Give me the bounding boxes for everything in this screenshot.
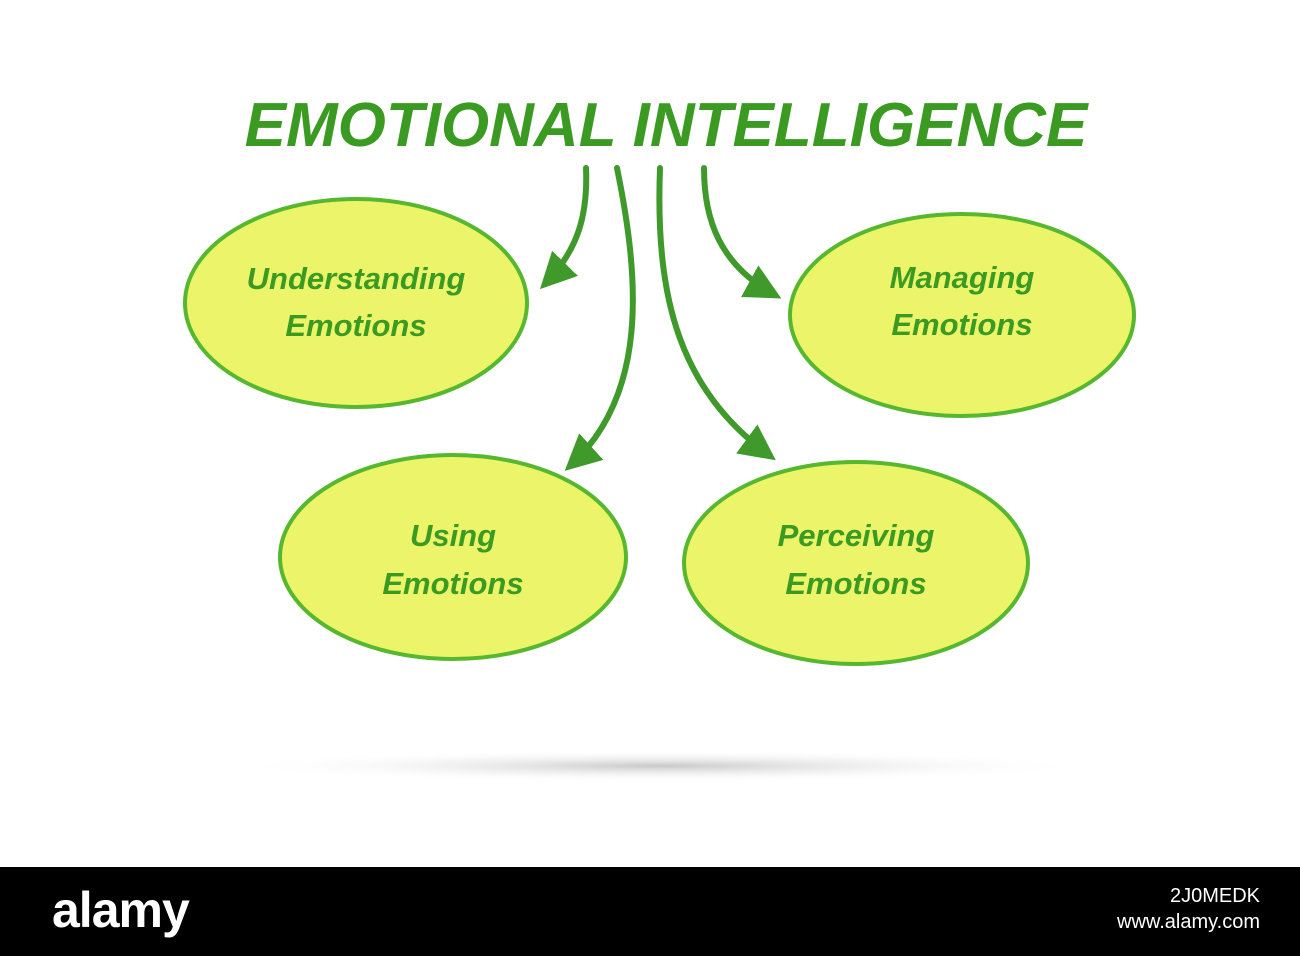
arrow-to-perceiving	[656, 165, 776, 461]
watermark-footer: alamy 2J0MEDK www.alamy.com	[0, 867, 1300, 956]
node-label-line2: Emotions	[382, 566, 523, 601]
site-url: www.alamy.com	[1117, 911, 1260, 933]
node-label-line1: Perceiving	[778, 518, 935, 553]
image-id: 2J0MEDK	[1169, 885, 1260, 907]
emotional-intelligence-diagram: EMOTIONAL INTELLIGENCE Understanding Emo…	[183, 91, 1136, 782]
image-credit: 2J0MEDK www.alamy.com	[1117, 883, 1260, 935]
node-understanding-emotions: Understanding Emotions	[183, 197, 529, 409]
node-managing-emotions: Managing Emotions	[788, 212, 1136, 418]
node-ellipse	[788, 212, 1136, 418]
node-label-line2: Emotions	[891, 307, 1032, 342]
node-label-line1: Using	[410, 518, 496, 553]
node-ellipse	[183, 197, 529, 409]
arrow-to-managing	[701, 165, 782, 299]
brand-logo: alamy	[52, 882, 190, 938]
node-label-line1: Understanding	[247, 261, 466, 296]
node-ellipse	[278, 453, 628, 661]
node-perceiving-emotions: Perceiving Emotions	[682, 460, 1030, 666]
node-label-line2: Emotions	[785, 566, 926, 601]
floor-shadow	[230, 750, 1090, 782]
node-ellipse	[682, 460, 1030, 666]
node-label-line1: Managing	[890, 260, 1035, 295]
arrow-to-understanding	[539, 165, 590, 290]
node-label-line2: Emotions	[285, 308, 426, 343]
connector-arrows	[539, 165, 782, 471]
node-using-emotions: Using Emotions	[278, 453, 628, 661]
arrow-to-using	[564, 165, 636, 471]
diagram-title: EMOTIONAL INTELLIGENCE	[245, 91, 1089, 160]
